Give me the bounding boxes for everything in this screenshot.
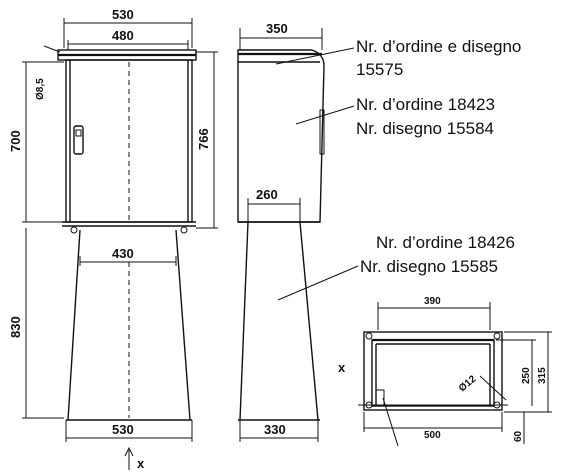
dim-315: 315	[537, 367, 548, 384]
dim-hole-dia: Ø8,5	[35, 78, 46, 100]
label3-line2: Nr. disegno 15585	[360, 257, 498, 276]
dim-250: 250	[521, 367, 532, 384]
plan-view-marker-x: x	[338, 360, 346, 375]
dim-700: 700	[8, 130, 23, 152]
front-dimensions: 530 480 Ø8,5 700 766 430 830 530	[8, 7, 218, 471]
label2-line1: Nr. d’ordine 18423	[356, 95, 495, 114]
dim-base-hole-dia: Ø12	[457, 373, 479, 394]
front-pedestal	[66, 229, 192, 421]
dim-430: 430	[112, 246, 134, 261]
view-marker-x: x	[137, 456, 145, 471]
part-labels: Nr. d’ordine e disegno 15575 Nr. d’ordin…	[356, 37, 521, 276]
front-cabinet	[57, 49, 197, 234]
label1-line1: Nr. d’ordine e disegno	[356, 37, 521, 56]
leader-lines	[275, 47, 359, 301]
label3-line1: Nr. d’ordine 18426	[376, 233, 515, 252]
label1-line2: 15575	[356, 60, 403, 79]
dim-330: 330	[264, 422, 286, 437]
dim-350: 350	[266, 21, 288, 36]
dim-500: 500	[424, 430, 441, 441]
side-view: 350 260 330	[237, 21, 325, 442]
dim-530-bottom: 530	[112, 422, 134, 437]
door-handle-icon	[73, 125, 84, 155]
dim-766: 766	[196, 128, 211, 150]
plan-view: 390 500 250 315 60 Ø12 x	[338, 296, 552, 447]
dim-480: 480	[112, 28, 134, 43]
dim-260: 260	[256, 187, 278, 202]
dim-60: 60	[513, 430, 524, 442]
label2-line2: Nr. disegno 15584	[356, 119, 494, 138]
dim-530-top: 530	[112, 7, 134, 22]
dim-390: 390	[424, 296, 441, 307]
dim-830: 830	[8, 316, 23, 338]
